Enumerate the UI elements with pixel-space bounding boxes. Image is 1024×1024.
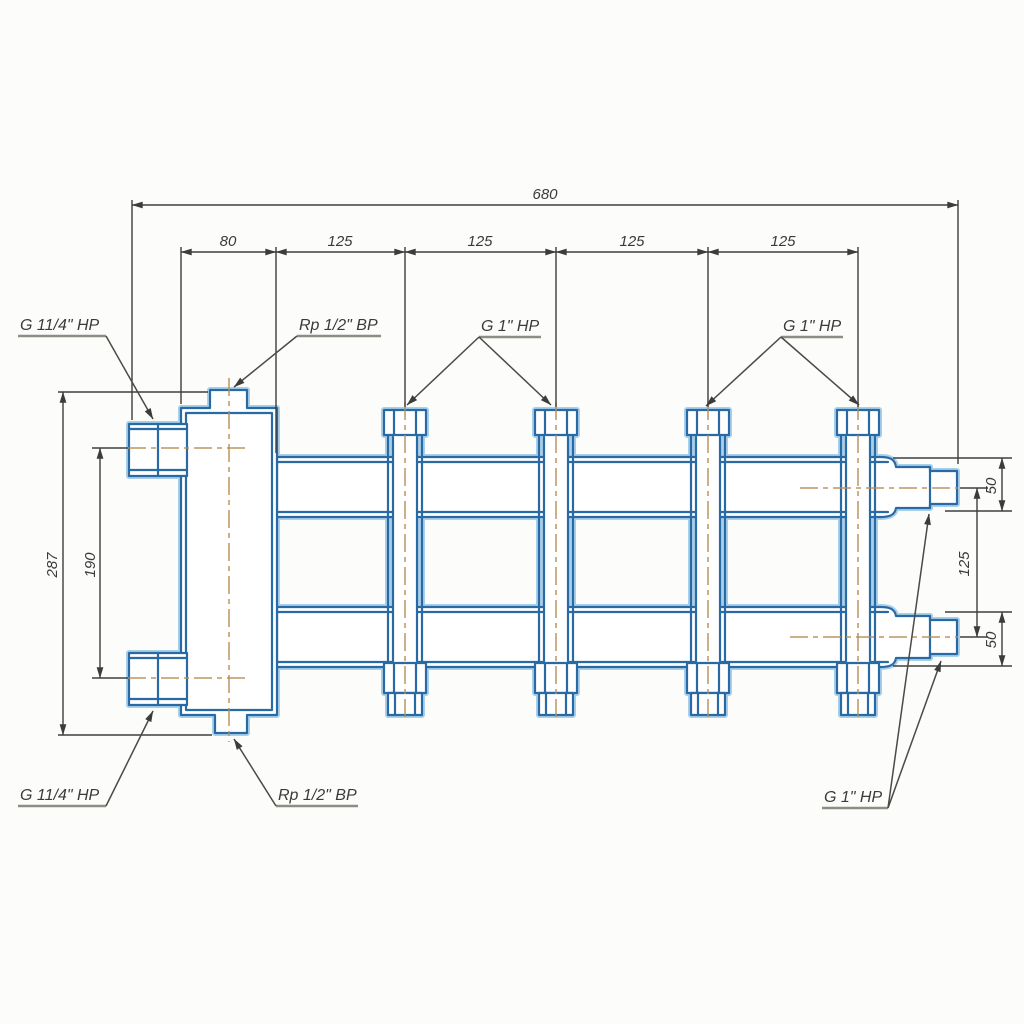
dim-overall-length: 680 (532, 186, 558, 203)
label-top-air-vent: Rp 1/2" BP (299, 317, 378, 334)
label-bottom-left-flange: G 11/4" HP (20, 787, 100, 804)
dim-overall-height: 287 (44, 552, 61, 579)
dim-right-bottom-offset: 50 (983, 631, 1000, 648)
centerlines (128, 378, 958, 742)
label-nozzles-pair1: G 1" HP (481, 318, 539, 335)
dimension-lines (58, 200, 1012, 736)
dimension-texts: 680 80 125 125 125 125 287 190 50 125 50 (44, 186, 1000, 648)
label-nozzles-pair2: G 1" HP (783, 318, 841, 335)
label-right-outlets: G 1" HP (824, 789, 882, 806)
dim-right-port-spacing: 125 (956, 551, 973, 577)
dim-right-top-offset: 50 (983, 477, 1000, 494)
leader-lines (18, 334, 942, 810)
label-top-left-flange: G 11/4" HP (20, 317, 100, 334)
port-labels: G 11/4" HP Rp 1/2" BP G 1" HP G 1" HP G … (20, 317, 882, 806)
dim-segment-80: 80 (220, 233, 237, 250)
dim-segment-125-3: 125 (619, 233, 645, 250)
dim-segment-125-4: 125 (770, 233, 796, 250)
dim-left-port-spacing: 190 (82, 552, 99, 578)
dim-segment-125-1: 125 (327, 233, 353, 250)
label-bottom-drain: Rp 1/2" BP (278, 787, 357, 804)
dim-segment-125-2: 125 (467, 233, 493, 250)
manifold-body (129, 390, 957, 733)
